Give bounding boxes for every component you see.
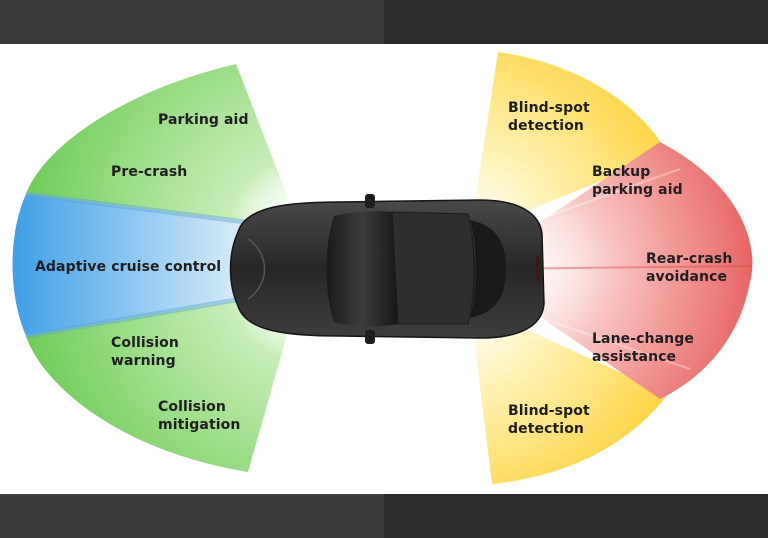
label-collision-mitigation: Collision mitigation	[158, 399, 241, 433]
car-top-view	[229, 194, 545, 344]
blind-spot-bottom-zone	[470, 304, 668, 484]
top-band-right	[384, 0, 768, 44]
label-lane-change-assistance: Lane-change assistance	[592, 331, 694, 365]
label-rear-crash-avoidance: Rear-crash avoidance	[646, 251, 733, 285]
sensor-coverage-diagram	[12, 52, 753, 484]
label-parking-aid: Parking aid	[158, 112, 249, 128]
rear-window	[470, 220, 506, 318]
tail-light	[536, 256, 540, 282]
label-blind-spot-bottom: Blind-spot detection	[508, 403, 590, 437]
label-adaptive-cruise-control: Adaptive cruise control	[35, 259, 222, 275]
front-upper-zone	[26, 64, 300, 229]
label-blind-spot-top: Blind-spot detection	[508, 100, 590, 134]
diagram-panel: Parking aid Pre-crash Adaptive cruise co…	[0, 44, 768, 494]
top-band-left	[0, 0, 384, 44]
cruise-control-zone	[12, 194, 300, 336]
bottom-band-right	[384, 494, 768, 538]
label-backup-parking-aid: Backup parking aid	[592, 164, 683, 198]
label-collision-warning: Collision warning	[111, 335, 179, 369]
front-lower-zone	[26, 289, 300, 472]
roof	[391, 211, 475, 325]
mirror-top	[365, 194, 375, 208]
rear-crash-zone	[470, 142, 753, 399]
windshield	[326, 211, 398, 327]
label-pre-crash: Pre-crash	[111, 164, 188, 180]
bottom-band-left	[0, 494, 384, 538]
hood-line	[247, 238, 266, 300]
mirror-bottom	[365, 330, 375, 344]
blind-spot-top-zone	[470, 52, 668, 234]
